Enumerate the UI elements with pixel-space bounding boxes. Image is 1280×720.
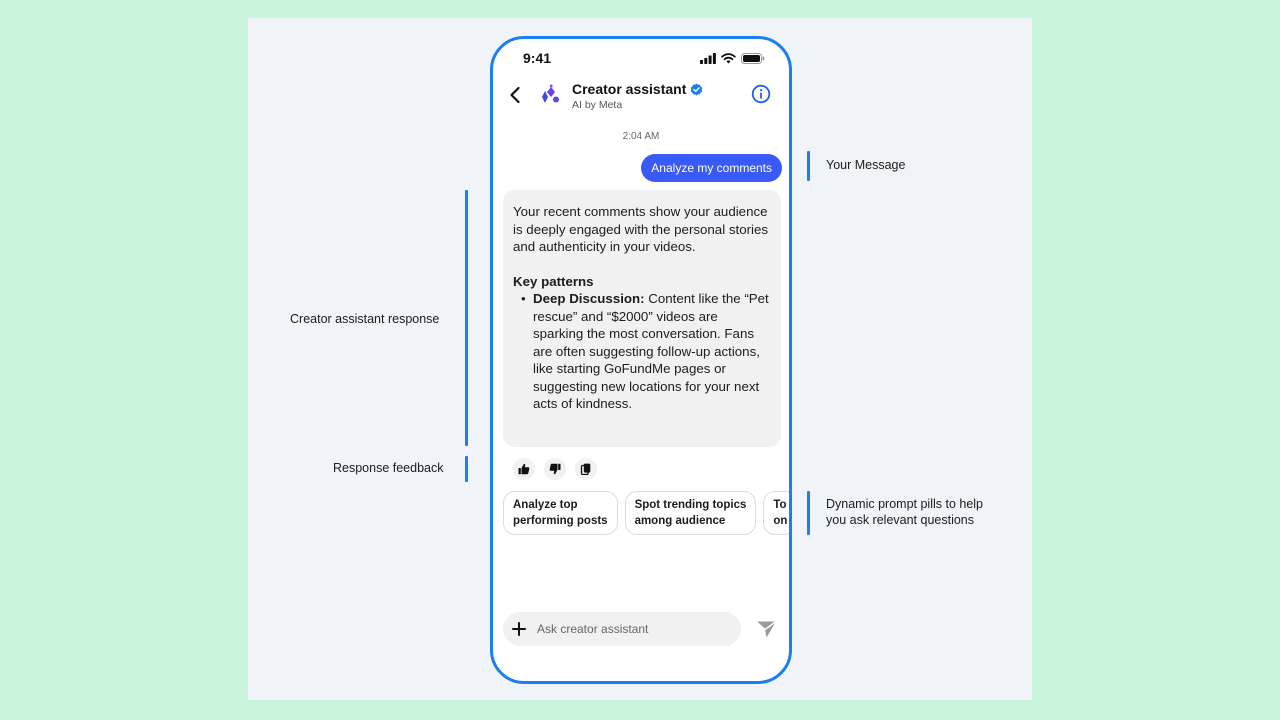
status-time: 9:41: [523, 50, 552, 66]
assistant-heading: Key patterns: [513, 273, 594, 289]
verified-badge-icon: [691, 83, 703, 95]
your-message-label: Your Message: [826, 158, 906, 172]
bullet-text: Content like the “Pet rescue” and “$2000…: [533, 291, 769, 411]
list-item: Deep Discussion: Content like the “Pet r…: [521, 290, 771, 413]
response-feedback-label: Response feedback: [333, 461, 444, 475]
signal-icon: [700, 53, 716, 64]
thumbs-up-button[interactable]: [513, 458, 535, 480]
copy-button[interactable]: [575, 458, 597, 480]
copy-icon: [580, 463, 591, 475]
assistant-intro: Your recent comments show your audience …: [513, 204, 769, 254]
phone-frame: 9:41: [490, 36, 792, 684]
chat-subtitle: AI by Meta: [572, 99, 623, 111]
user-message-bubble: Analyze my comments: [641, 154, 782, 182]
send-icon[interactable]: [755, 619, 777, 639]
assistant-response-bubble: Your recent comments show your audience …: [503, 190, 781, 447]
message-composer: [503, 612, 741, 646]
prompt-pills-label: Dynamic prompt pills to help you ask rel…: [826, 497, 984, 527]
assistant-response-marker: [465, 190, 468, 446]
thumbs-up-icon: [518, 463, 530, 475]
back-arrow-icon[interactable]: [507, 85, 525, 105]
wifi-icon: [721, 53, 736, 64]
meta-ai-sparkle-icon: [542, 84, 559, 103]
chat-title: Creator assistant: [572, 81, 703, 97]
thumbs-down-button[interactable]: [544, 458, 566, 480]
canvas: Creator assistant response Response feed…: [248, 18, 1032, 700]
bullet-bold-label: Deep Discussion:: [533, 291, 645, 306]
battery-icon: [741, 53, 765, 64]
prompt-pill-analyze-top-posts[interactable]: Analyze top performing posts: [503, 491, 618, 535]
status-icons: [700, 53, 765, 64]
prompt-pills: Analyze top performing posts Spot trendi…: [503, 491, 789, 535]
chat-title-text: Creator assistant: [572, 81, 687, 97]
assistant-bullet-list: Deep Discussion: Content like the “Pet r…: [513, 290, 771, 413]
thumbs-down-icon: [549, 463, 561, 475]
plus-icon[interactable]: [511, 621, 527, 637]
your-message-marker: [807, 151, 810, 181]
response-feedback-bar: [513, 458, 597, 480]
prompt-pill-partial[interactable]: To on: [763, 491, 789, 535]
prompt-pill-trending-topics[interactable]: Spot trending topics among audience: [624, 491, 757, 535]
prompt-pills-marker: [807, 491, 810, 535]
response-feedback-marker: [465, 456, 468, 482]
assistant-response-label: Creator assistant response: [290, 312, 440, 326]
message-input[interactable]: [537, 612, 732, 646]
message-timestamp: 2:04 AM: [622, 131, 660, 142]
info-icon[interactable]: [751, 84, 771, 104]
